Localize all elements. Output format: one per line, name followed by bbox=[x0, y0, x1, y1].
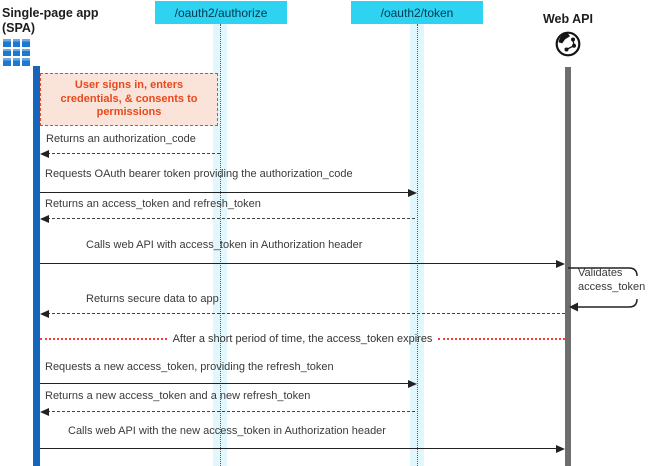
authorize-endpoint-box: /oauth2/authorize bbox=[155, 1, 287, 24]
arrowhead-right-icon bbox=[556, 445, 565, 453]
message-label: Calls web API with access_token in Autho… bbox=[86, 239, 363, 251]
validate-selfloop bbox=[568, 267, 638, 312]
message-label: Returns an authorization_code bbox=[46, 133, 196, 145]
message-label: Returns secure data to app bbox=[86, 293, 219, 305]
message-line bbox=[42, 218, 415, 219]
message-line bbox=[42, 153, 220, 154]
arrowhead-left-icon bbox=[40, 408, 49, 416]
message-line bbox=[42, 313, 565, 314]
message-label: Returns a new access_token and a new ref… bbox=[45, 390, 311, 402]
message-line bbox=[40, 448, 558, 449]
arrowhead-right-icon bbox=[408, 380, 417, 388]
arrowhead-right-icon bbox=[556, 260, 565, 268]
message-label: Requests a new access_token, providing t… bbox=[45, 361, 334, 373]
message-label: Calls web API with the new access_token … bbox=[68, 425, 386, 437]
message-line bbox=[40, 383, 410, 384]
token-lifeline bbox=[410, 24, 424, 466]
spa-title-line1: Single-page app bbox=[2, 6, 99, 20]
webapi-activation-bar bbox=[565, 67, 571, 466]
signin-note: User signs in, enters credentials, & con… bbox=[40, 73, 218, 126]
token-expiry-divider: After a short period of time, the access… bbox=[40, 332, 566, 346]
expiry-line-right bbox=[438, 338, 566, 340]
signin-note-text: User signs in, enters credentials, & con… bbox=[60, 79, 198, 119]
message-label: Returns an access_token and refresh_toke… bbox=[45, 198, 261, 210]
spa-title-line2: (SPA) bbox=[2, 21, 36, 35]
app-grid-icon bbox=[3, 39, 30, 66]
token-endpoint-label: /oauth2/token bbox=[380, 5, 454, 20]
spa-activation-bar bbox=[33, 66, 40, 466]
webapi-title: Web API bbox=[542, 12, 593, 26]
arrowhead-left-icon bbox=[40, 215, 49, 223]
arrowhead-right-icon bbox=[408, 189, 417, 197]
arrowhead-left-icon bbox=[40, 150, 49, 158]
validate-label-line2: access_token bbox=[578, 281, 646, 293]
expiry-text: After a short period of time, the access… bbox=[172, 333, 433, 345]
message-line bbox=[40, 263, 558, 264]
token-endpoint-box: /oauth2/token bbox=[351, 1, 483, 24]
authorize-endpoint-label: /oauth2/authorize bbox=[174, 5, 268, 20]
message-label: Requests OAuth bearer token providing th… bbox=[45, 168, 353, 180]
arrowhead-left-icon bbox=[40, 310, 49, 318]
authorize-lifeline bbox=[213, 24, 227, 466]
expiry-line-left bbox=[40, 338, 167, 340]
globe-network-icon bbox=[555, 31, 581, 57]
spa-title: Single-page app (SPA) bbox=[2, 6, 99, 36]
validate-label-line1: Validates bbox=[578, 267, 623, 279]
message-line bbox=[42, 411, 415, 412]
validate-label: Validates access_token bbox=[578, 266, 645, 294]
message-line bbox=[40, 192, 410, 193]
